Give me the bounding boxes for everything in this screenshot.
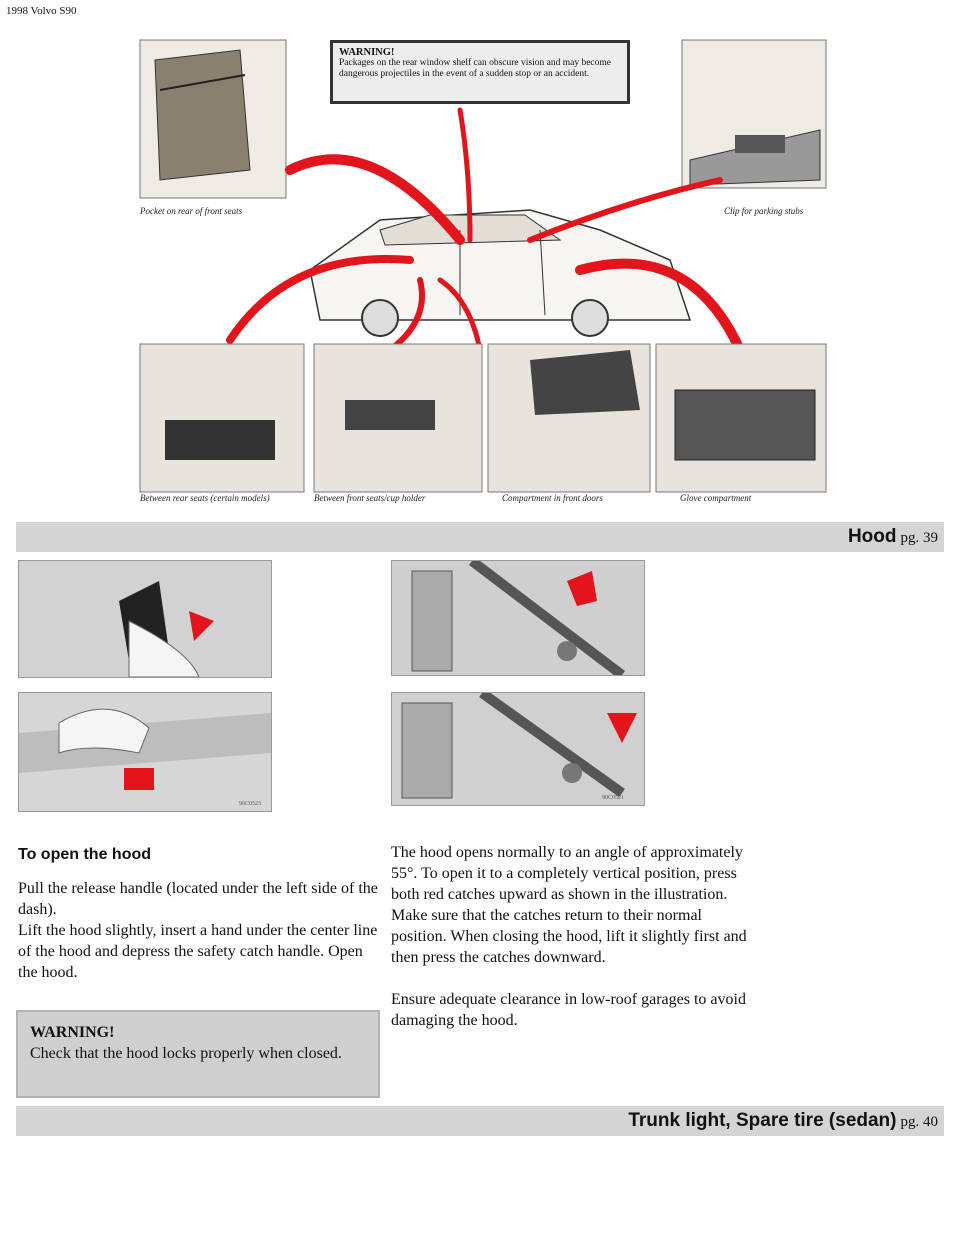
instructions-text: Pull the release handle (located under t… (18, 878, 378, 983)
lift-hood-paragraph: Lift the hood slightly, insert a hand un… (18, 922, 378, 981)
section-title-trunk: Trunk light, Spare tire (sedan) (628, 1110, 897, 1131)
section-header-trunk: Trunk light, Spare tire (sedan) pg. 40 (16, 1106, 944, 1136)
hood-warning-text: Check that the hood locks properly when … (30, 1045, 342, 1062)
shelf-warning-box: WARNING! Packages on the rear window she… (330, 40, 630, 104)
photo-code-right: 90C0521 (602, 795, 625, 801)
section-page-hood: pg. 39 (900, 530, 939, 546)
caption-front-seats-cup: Between front seats/cup holder (314, 493, 426, 503)
clearance-paragraph: Ensure adequate clearance in low-roof ga… (391, 991, 746, 1029)
hood-release-photo (18, 560, 272, 678)
caption-glove: Glove compartment (680, 493, 752, 503)
hood-strut-illustration-bottom (392, 693, 644, 805)
hood-angle-paragraph: The hood opens normally to an angle of a… (391, 844, 747, 966)
section-title-hood: Hood (847, 526, 897, 547)
right-column: The hood opens normally to an angle of a… (391, 842, 753, 1031)
storage-illustration (139, 39, 827, 493)
release-handle-paragraph: Pull the release handle (located under t… (18, 880, 378, 918)
caption-rear-seats: Between rear seats (certain models) (140, 493, 270, 503)
rear-seats-panel (139, 343, 305, 493)
caption-parking-stubs: Clip for parking stubs (724, 206, 804, 216)
shelf-warning-title: WARNING! (339, 47, 395, 58)
hood-catch-photo-bottom: 90C0521 (391, 692, 645, 806)
storage-figure: WARNING! Packages on the rear window she… (130, 30, 830, 510)
photo-code-left: 96C0523 (239, 801, 262, 807)
heading-open-hood: To open the hood (18, 846, 152, 863)
hood-catch-photo-top (391, 560, 645, 676)
car-outline (309, 209, 692, 337)
hood-release-illustration (19, 561, 271, 677)
caption-front-seat-pocket: Pocket on rear of front seats (140, 206, 243, 216)
hood-warning-title: WARNING! (30, 1024, 115, 1041)
hood-strut-illustration-top (392, 561, 644, 675)
caption-front-doors: Compartment in front doors (502, 493, 603, 503)
hood-warning-box: WARNING! Check that the hood locks prope… (16, 1010, 380, 1098)
hood-safety-catch-photo: 96C0523 (18, 692, 272, 812)
section-header-hood: Hood pg. 39 (16, 522, 944, 552)
red-arrows (226, 107, 745, 355)
left-column: To open the hood Pull the release handle… (18, 846, 378, 983)
hood-safety-illustration (19, 693, 271, 811)
shelf-warning-text: Packages on the rear window shelf can ob… (339, 58, 611, 79)
document-title: 1998 Volvo S90 (6, 5, 77, 17)
section-page-trunk: pg. 40 (900, 1114, 939, 1130)
